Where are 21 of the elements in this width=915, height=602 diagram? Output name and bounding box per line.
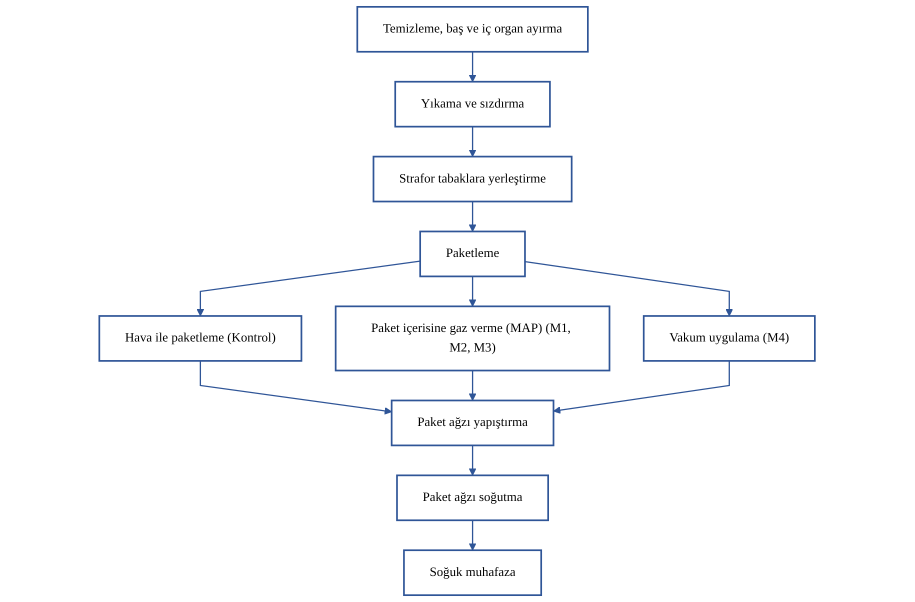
arrow <box>525 260 734 316</box>
arrow <box>469 276 477 307</box>
arrow <box>469 202 477 232</box>
node-box: Strafor tabaklara yerleştirme <box>373 156 573 202</box>
arrow <box>469 52 477 82</box>
node-box: Vakum uygulama (M4) <box>643 315 816 362</box>
node-box: Temizleme, baş ve iç organ ayırma <box>356 6 590 53</box>
node-box: Paket ağzı soğutma <box>396 474 550 522</box>
arrow <box>469 445 477 476</box>
arrow <box>554 360 730 414</box>
arrow <box>197 260 421 316</box>
node-box: Yıkama ve sızdırma <box>394 80 552 128</box>
arrow <box>469 520 477 551</box>
node-box: Paketleme <box>420 230 526 278</box>
node-box: Paket ağzı yapıştırma <box>391 400 555 446</box>
node-box: Hava ile paketleme (Kontrol) <box>98 315 303 362</box>
arrow <box>200 360 392 415</box>
node-box: Paket içerisine gaz verme (MAP) (M1, M2, M3) <box>335 306 611 372</box>
arrow <box>469 126 477 157</box>
arrow <box>469 370 477 401</box>
node-box: Soğuk muhafaza <box>404 549 542 596</box>
